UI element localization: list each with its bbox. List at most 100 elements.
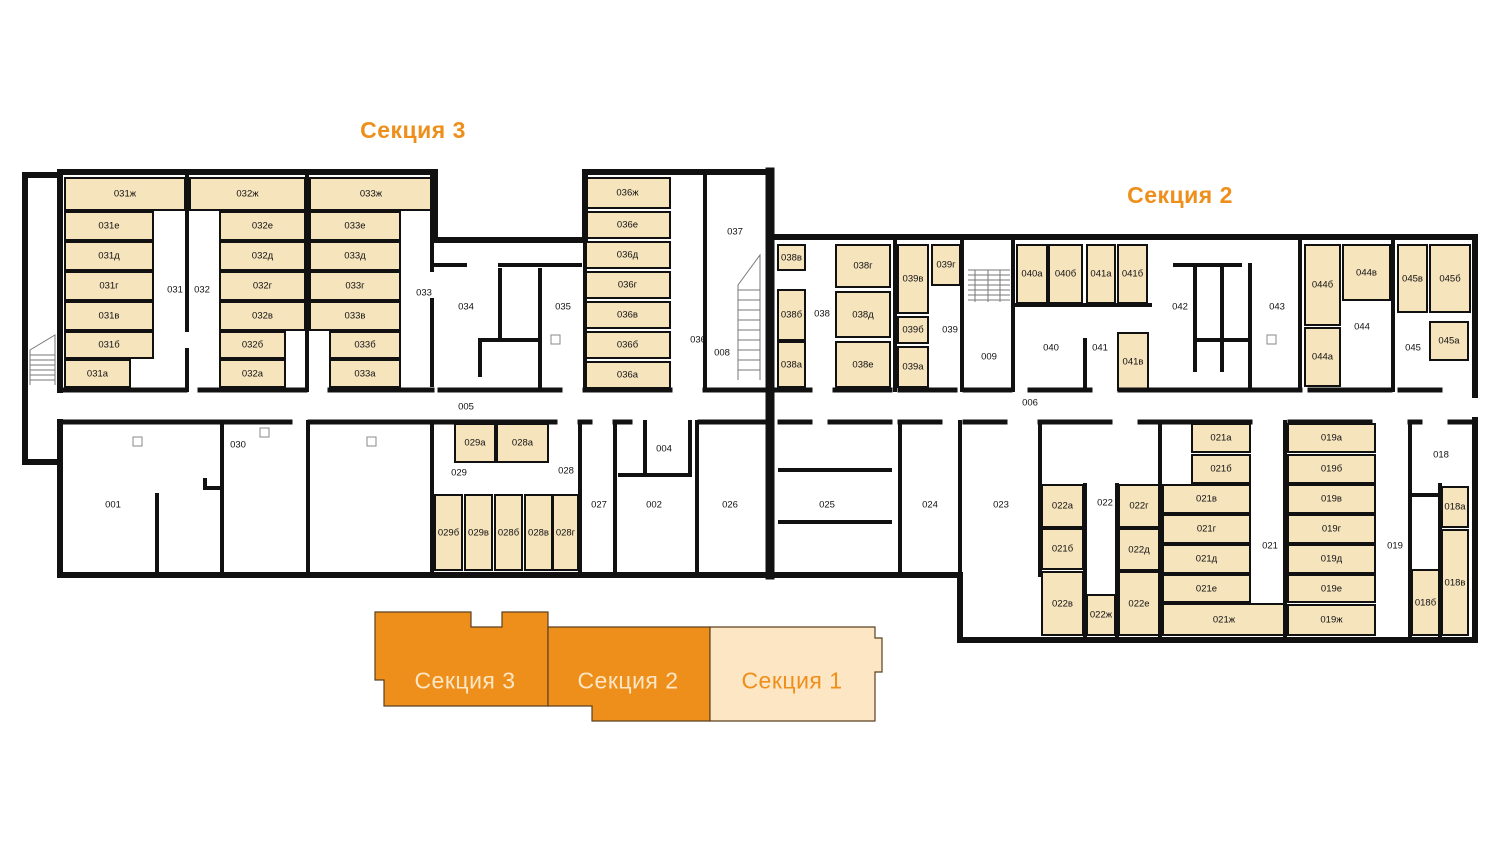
storage-room[interactable] — [1441, 529, 1469, 636]
storage-room[interactable] — [1429, 244, 1471, 313]
room-label: 024 — [922, 499, 938, 511]
storage-room[interactable] — [897, 346, 929, 388]
section-3-heading: Секция 3 — [360, 117, 466, 143]
storage-room[interactable] — [584, 361, 671, 389]
room-label: 039б — [902, 324, 924, 336]
room-label: 036а — [616, 369, 639, 381]
storage-room[interactable] — [309, 241, 401, 271]
room-label: 031д — [98, 250, 120, 262]
room-label: 037 — [727, 226, 743, 238]
storage-room[interactable] — [64, 331, 154, 359]
room-label: 019в — [1321, 493, 1342, 505]
room-label: 043 — [1269, 301, 1285, 313]
room-label: 038е — [852, 359, 874, 370]
room-label: 041в — [1122, 356, 1144, 367]
storage-room[interactable] — [64, 271, 154, 301]
storage-room[interactable] — [835, 291, 891, 338]
storage-room[interactable] — [64, 359, 131, 388]
storage-room[interactable] — [219, 301, 306, 331]
minimap-section-3-button[interactable]: Секция 3 — [414, 667, 516, 694]
storage-room[interactable] — [584, 271, 671, 299]
room-label: 044а — [1311, 351, 1334, 363]
room-label: 029б — [437, 527, 460, 538]
storage-room[interactable] — [1162, 544, 1251, 574]
room-label: 021б — [1210, 463, 1232, 475]
room-label: 021г — [1196, 523, 1217, 535]
room-label: 039г — [936, 259, 956, 271]
room-label: 045в — [1402, 273, 1423, 284]
room-label: 028а — [511, 437, 534, 449]
storage-room[interactable] — [835, 341, 891, 388]
room-label: 019а — [1320, 432, 1343, 444]
storage-room[interactable] — [1287, 604, 1376, 636]
storage-room[interactable] — [329, 359, 401, 388]
storage-room[interactable] — [1191, 423, 1251, 453]
storage-room[interactable] — [1342, 244, 1391, 301]
room-label: 005 — [458, 401, 474, 413]
storage-room[interactable] — [1304, 327, 1341, 387]
storage-room[interactable] — [1162, 484, 1251, 514]
storage-room[interactable] — [309, 271, 401, 301]
storage-room[interactable] — [219, 241, 306, 271]
storage-room[interactable] — [777, 341, 806, 388]
room-label: 032в — [252, 310, 273, 322]
storage-room[interactable] — [1411, 569, 1440, 636]
storage-room[interactable] — [897, 244, 929, 314]
storage-room[interactable] — [219, 211, 306, 241]
storage-room[interactable] — [1287, 574, 1376, 603]
storage-room[interactable] — [835, 244, 891, 288]
storage-room[interactable] — [897, 316, 929, 344]
room-label: 021 — [1262, 540, 1278, 552]
storage-room[interactable] — [219, 331, 286, 359]
storage-room[interactable] — [1117, 244, 1148, 304]
storage-room[interactable] — [1287, 544, 1376, 574]
storage-room[interactable] — [464, 494, 493, 571]
storage-room[interactable] — [1162, 514, 1251, 544]
storage-room[interactable] — [1016, 244, 1048, 304]
minimap-section-1-button[interactable]: Секция 1 — [741, 667, 843, 694]
room-label: 026 — [722, 499, 738, 511]
storage-room[interactable] — [64, 177, 186, 211]
storage-room[interactable] — [1287, 514, 1376, 544]
storage-room[interactable] — [1117, 332, 1149, 391]
room-label: 022в — [1052, 598, 1073, 609]
storage-room[interactable] — [931, 244, 961, 286]
storage-room[interactable] — [1397, 244, 1428, 313]
storage-room[interactable] — [584, 331, 671, 359]
storage-room[interactable] — [1287, 484, 1376, 514]
storage-room[interactable] — [494, 494, 523, 571]
storage-room[interactable] — [434, 494, 463, 571]
stairs-icon — [968, 269, 1010, 302]
room-label: 018 — [1433, 449, 1449, 461]
minimap-section-2-button[interactable]: Секция 2 — [577, 667, 679, 694]
room-label: 033д — [344, 250, 366, 262]
storage-room[interactable] — [219, 271, 306, 301]
storage-room[interactable] — [329, 331, 401, 359]
room-label: 018а — [1444, 501, 1466, 513]
storage-room[interactable] — [1191, 454, 1251, 484]
room-label: 045а — [1438, 335, 1460, 347]
storage-room[interactable] — [777, 244, 806, 271]
room-label: 036е — [616, 219, 639, 231]
storage-room[interactable] — [64, 211, 154, 241]
room-label: 038г — [853, 260, 873, 272]
storage-room[interactable] — [309, 301, 401, 331]
storage-room[interactable] — [1304, 244, 1341, 326]
storage-room[interactable] — [1162, 574, 1251, 603]
room-label: 042 — [1172, 301, 1188, 313]
room-label: 018в — [1444, 577, 1466, 588]
room-label: 036г — [617, 279, 638, 291]
storage-room[interactable] — [1287, 454, 1376, 484]
storage-room[interactable] — [496, 423, 549, 463]
storage-room[interactable] — [1162, 603, 1286, 636]
storage-room[interactable] — [1429, 321, 1469, 361]
storage-room[interactable] — [64, 241, 154, 271]
storage-room[interactable] — [64, 301, 154, 331]
storage-room[interactable] — [584, 301, 671, 329]
storage-room[interactable] — [219, 359, 286, 388]
storage-room[interactable] — [1048, 244, 1083, 304]
room-label: 018б — [1414, 597, 1437, 608]
room-label: 038в — [781, 252, 802, 263]
storage-room[interactable] — [777, 289, 806, 341]
storage-room[interactable] — [309, 211, 401, 241]
